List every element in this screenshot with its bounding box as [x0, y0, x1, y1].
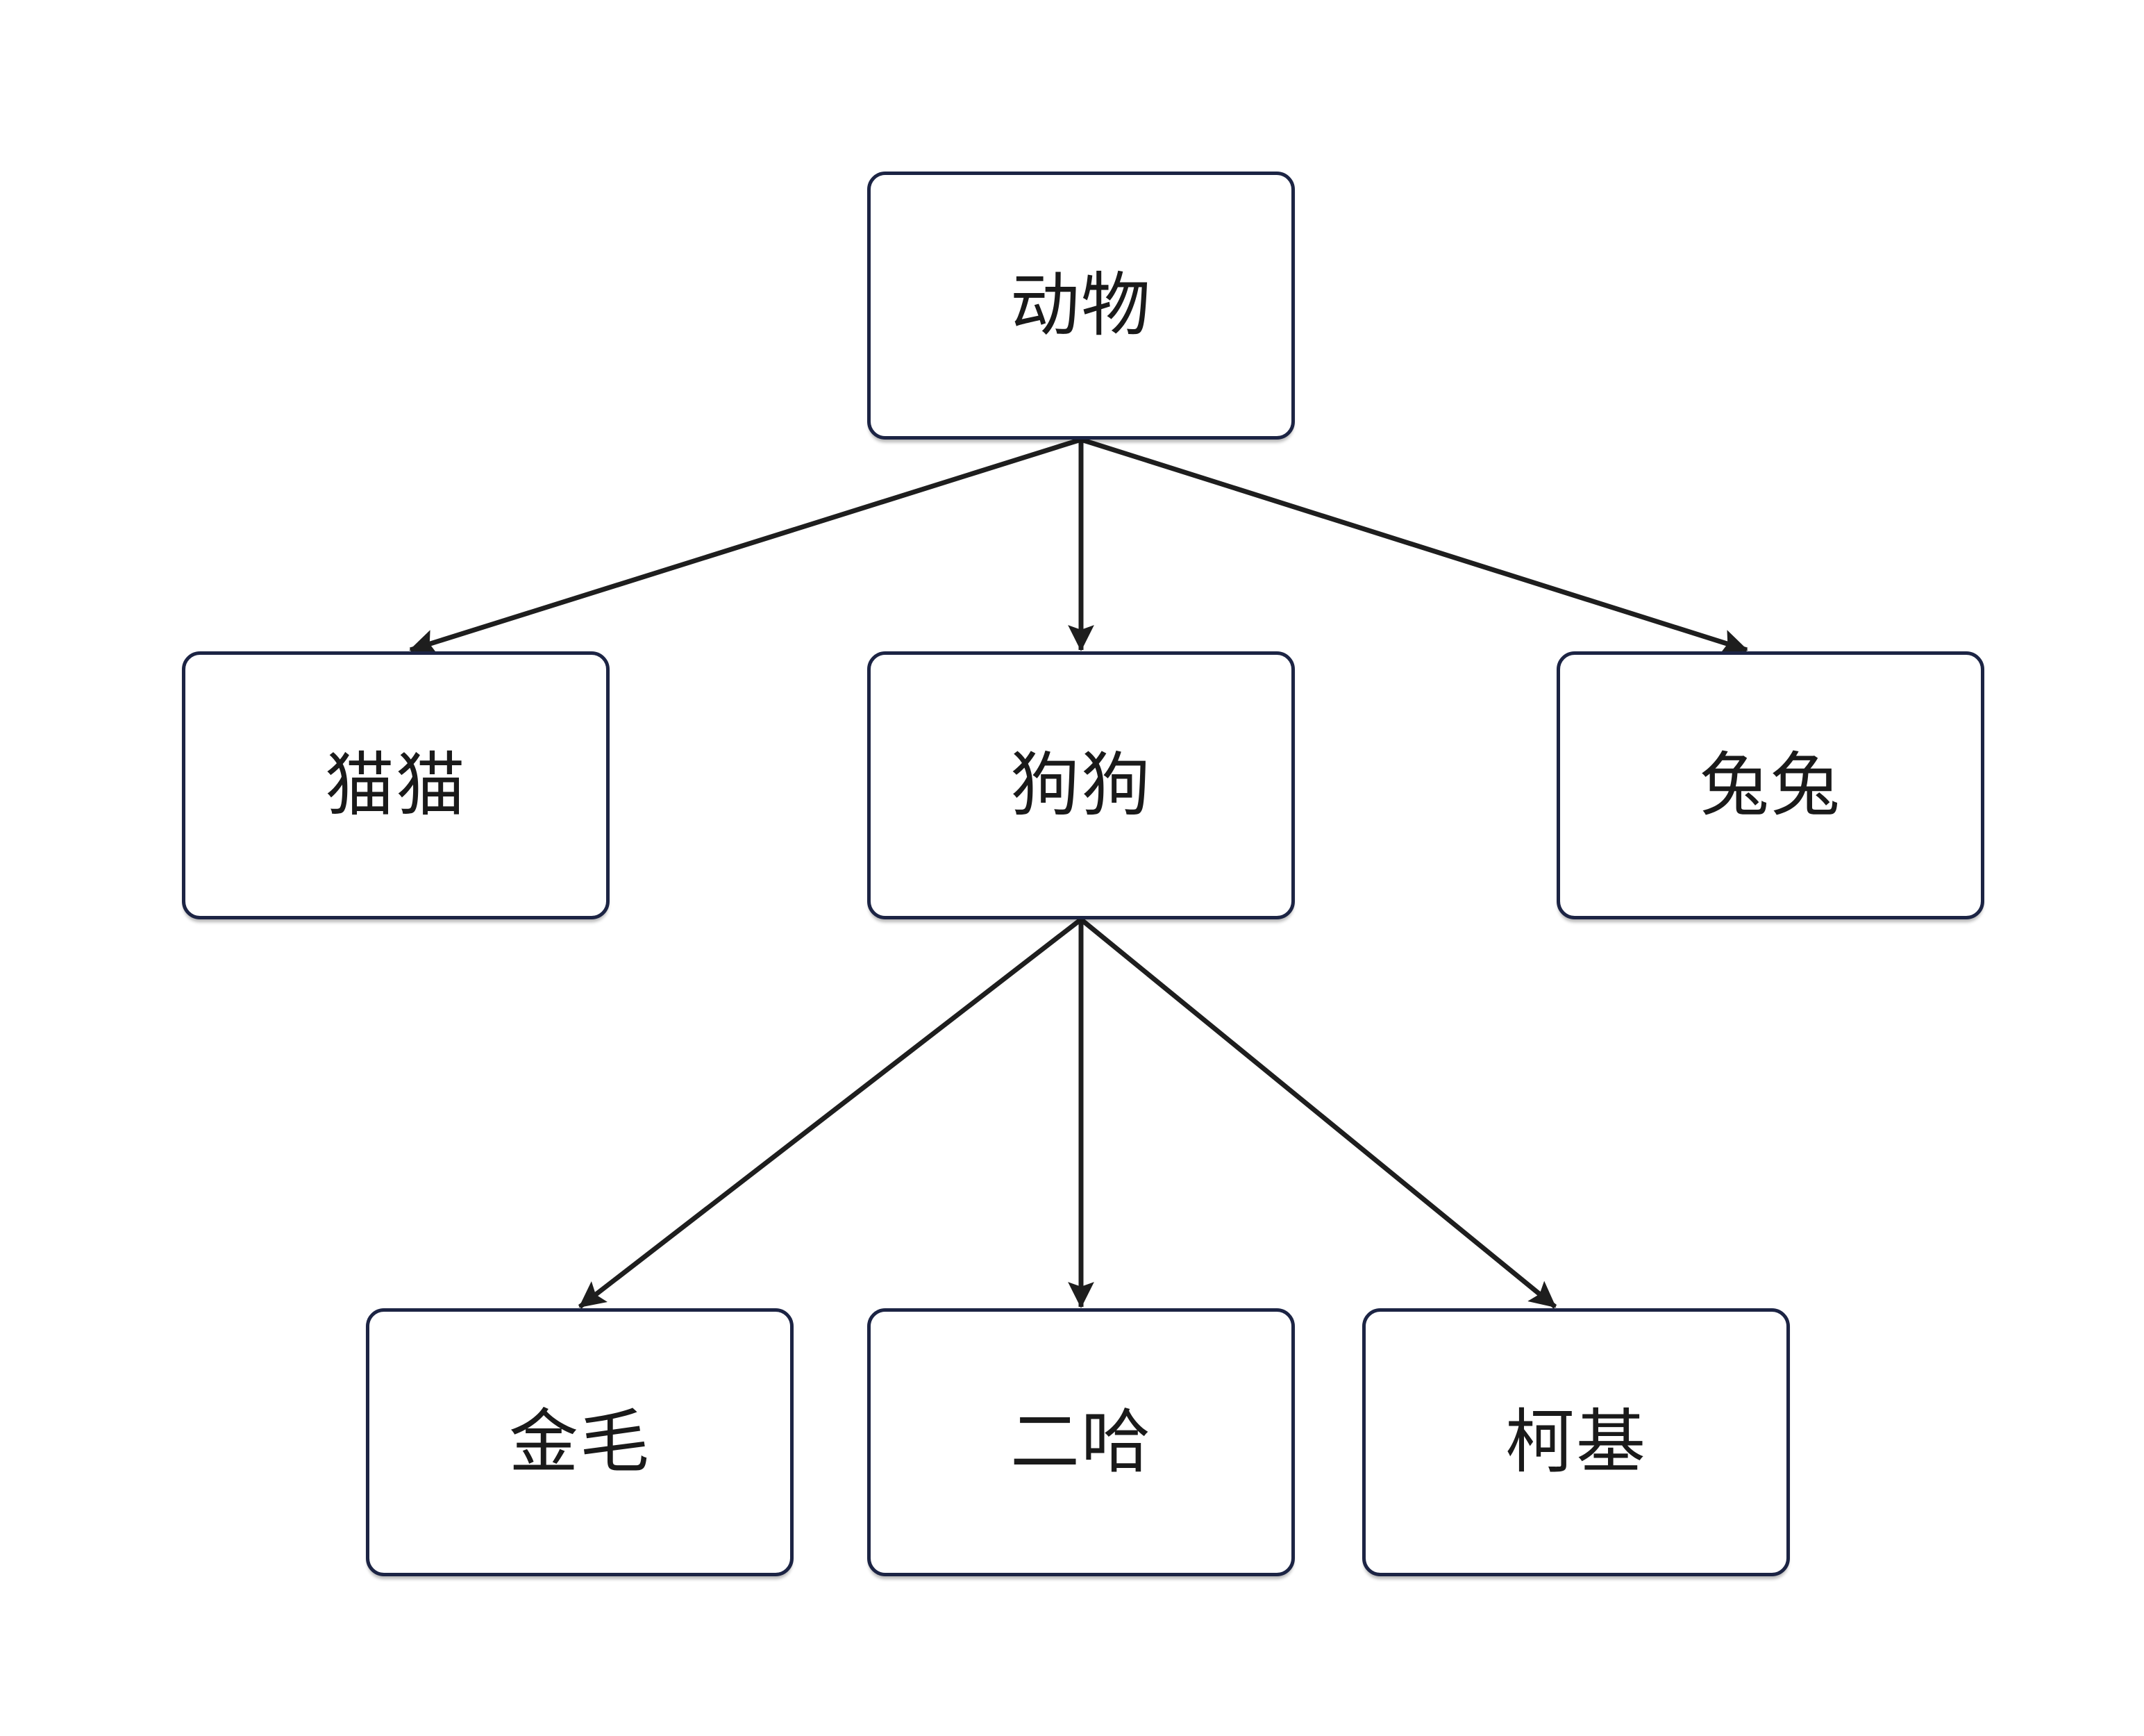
node-label-cat: 猫猫 — [325, 744, 467, 826]
node-corgi[interactable]: 柯基 — [1362, 1308, 1790, 1576]
node-label-corgi: 柯基 — [1505, 1401, 1647, 1483]
node-animal[interactable]: 动物 — [867, 172, 1295, 440]
node-golden-retriever[interactable]: 金毛 — [366, 1308, 794, 1576]
node-dog[interactable]: 狗狗 — [867, 651, 1295, 919]
node-husky[interactable]: 二哈 — [867, 1308, 1295, 1576]
node-cat[interactable]: 猫猫 — [182, 651, 610, 919]
node-label-dog: 狗狗 — [1010, 744, 1152, 826]
node-label-rabbit: 兔兔 — [1700, 744, 1841, 826]
node-label-animal: 动物 — [1010, 265, 1152, 346]
node-label-husky: 二哈 — [1010, 1401, 1152, 1483]
node-label-golden-retriever: 金毛 — [509, 1401, 651, 1483]
node-rabbit[interactable]: 兔兔 — [1557, 651, 1984, 919]
